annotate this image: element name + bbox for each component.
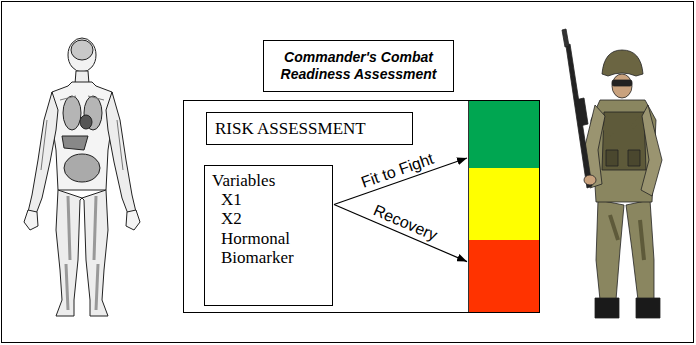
edge-label: Recovery — [370, 202, 439, 245]
risk-assessment-box: RISK ASSESSMENT — [206, 112, 413, 145]
variable-item: Variables — [212, 171, 325, 190]
variable-item: X1 — [212, 190, 325, 209]
title-box: Commander's Combat Readiness Assessment — [263, 40, 454, 92]
readiness-band-green — [468, 101, 539, 168]
pouch — [628, 150, 640, 166]
arm — [641, 105, 662, 196]
rifle-magazine — [575, 98, 588, 126]
goggles — [612, 80, 632, 86]
intestines — [64, 154, 100, 182]
brain — [71, 40, 93, 60]
variable-item: Biomarker — [212, 248, 325, 267]
variable-item: Hormonal — [212, 229, 325, 248]
hand — [24, 210, 38, 230]
boot — [595, 298, 619, 318]
edge-label: Fit to Fight — [358, 150, 435, 192]
hand — [126, 210, 140, 230]
muscle-lines — [41, 96, 123, 170]
soldier-figure — [562, 29, 662, 318]
head — [68, 38, 96, 72]
variables-box: VariablesX1X2HormonalBiomarker — [204, 165, 333, 306]
anatomy-figure — [24, 38, 140, 316]
variable-item: X2 — [212, 209, 325, 228]
helmet — [602, 50, 643, 76]
assessment-frame: RISK ASSESSMENT VariablesX1X2HormonalBiom… — [183, 100, 540, 313]
camo-patch — [600, 118, 644, 260]
rifle-muzzle — [562, 29, 569, 47]
leg-bones — [66, 196, 98, 310]
box-heading: RISK ASSESSMENT — [215, 119, 404, 139]
title-text: Commander's Combat Readiness Assessment — [270, 49, 447, 84]
face — [612, 74, 632, 98]
hand — [584, 175, 596, 185]
leg — [626, 200, 654, 300]
rifle — [566, 44, 592, 188]
lung — [63, 96, 81, 130]
readiness-band-yellow — [468, 168, 539, 240]
pouch — [606, 150, 618, 166]
heart — [80, 115, 92, 129]
torso — [50, 82, 114, 190]
boot — [636, 298, 660, 318]
readiness-band-red — [468, 240, 539, 312]
liver — [62, 136, 88, 150]
